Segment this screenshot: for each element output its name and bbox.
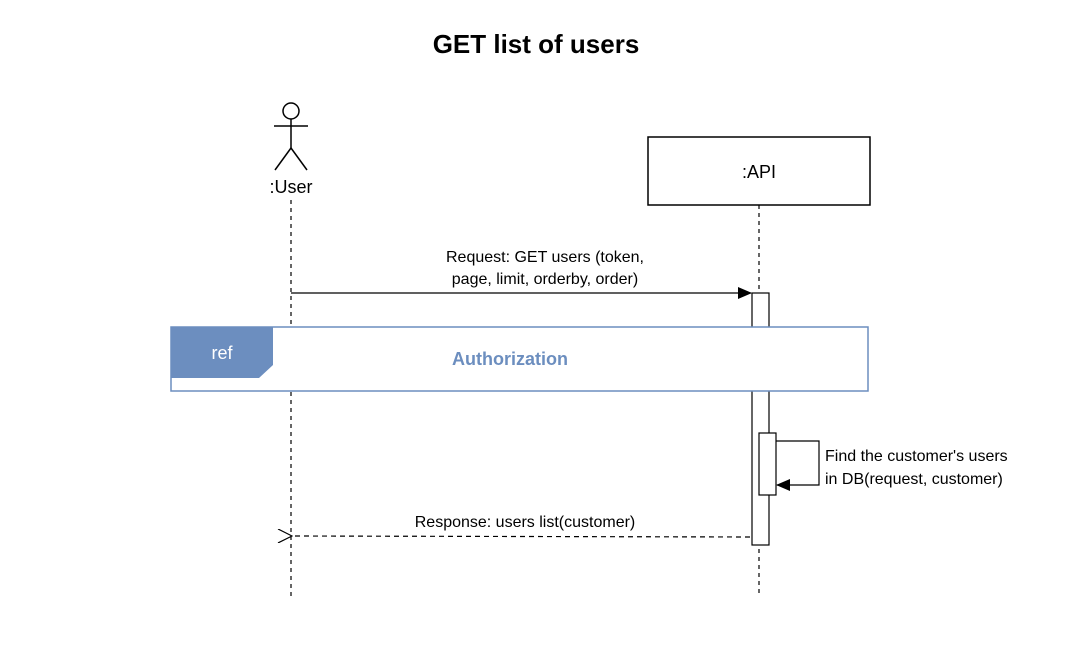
response-arrow — [292, 536, 751, 537]
ref-fragment-tag: ref — [211, 343, 233, 363]
ref-fragment-label: Authorization — [452, 349, 568, 369]
self-call-label-line2: in DB(request, customer) — [825, 471, 1003, 488]
request-label-line2: page, limit, orderby, order) — [452, 271, 638, 288]
request-label-line1: Request: GET users (token, — [446, 249, 644, 266]
diagram-title: GET list of users — [433, 29, 640, 59]
self-call-activation-bar — [758, 432, 777, 496]
user-actor-icon — [274, 102, 308, 171]
ref-fragment: ref Authorization — [170, 326, 869, 392]
api-participant-label: :API — [742, 162, 776, 182]
api-participant-box: :API — [647, 136, 871, 206]
self-call-label-line1: Find the customer's users — [825, 448, 1008, 465]
response-label: Response: users list(customer) — [415, 514, 636, 531]
self-call-arrow — [776, 440, 820, 491]
user-participant-label: :User — [269, 177, 312, 197]
